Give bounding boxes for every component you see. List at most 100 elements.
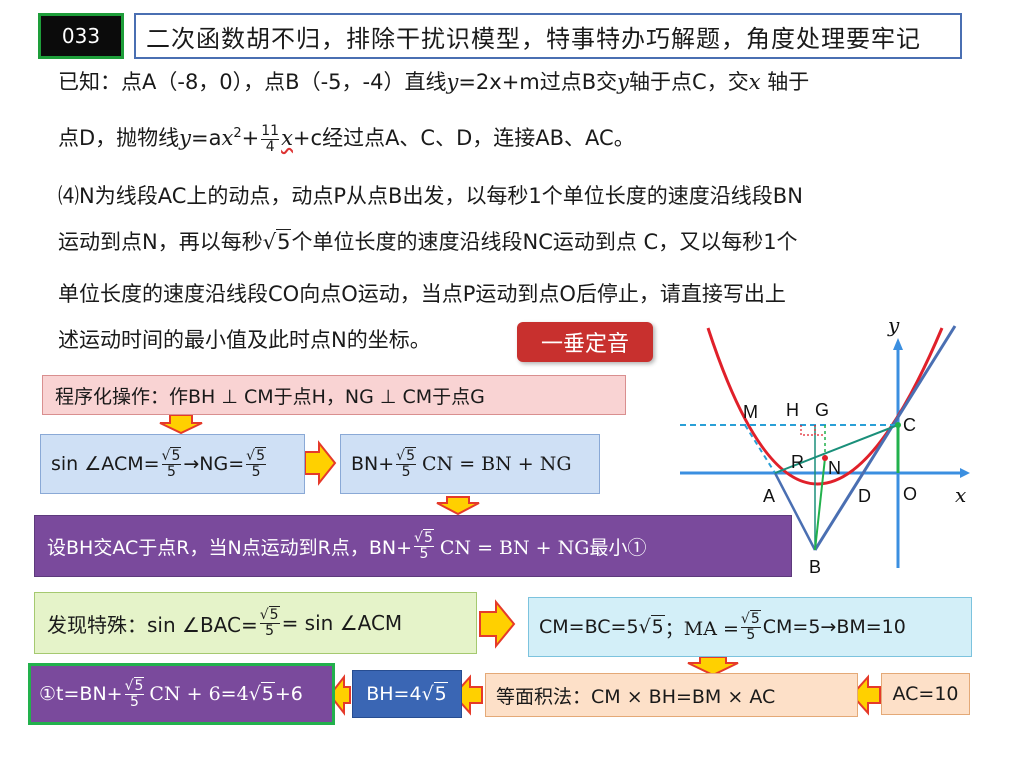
denominator: 5 <box>419 545 429 562</box>
text: + <box>241 126 260 151</box>
text: 轴于点C，交 <box>629 70 749 94</box>
label-o: O <box>903 484 917 504</box>
sqrt: √5 <box>161 446 182 464</box>
label-y: y <box>887 313 900 337</box>
radicand: 5 <box>260 682 275 705</box>
step-equal-area: 等面积法：CM × BH=BM × AC <box>485 673 858 717</box>
sqrt: √5 <box>740 609 761 627</box>
sqrt: √5 <box>414 528 434 546</box>
step-ac: AC=10 <box>881 673 970 715</box>
label-c: C <box>903 415 916 435</box>
fraction-bar <box>161 463 182 465</box>
denominator: 5 <box>251 463 261 480</box>
label-h: H <box>786 400 799 420</box>
down-arrow-icon <box>687 656 739 677</box>
text: 个单位长度的速度沿线段NC运动到点 C，又以每秒1个 <box>291 230 798 254</box>
text: =2x+m过点B交 <box>458 70 618 94</box>
numerator: 11 <box>261 123 280 139</box>
point-c <box>895 422 901 428</box>
text: +6 <box>274 683 303 705</box>
var-y: y <box>617 70 630 94</box>
fraction-bar <box>740 626 761 628</box>
label-m: M <box>743 402 758 422</box>
exponent: 2 <box>233 126 242 142</box>
text: sin ∠ACM= <box>51 453 160 475</box>
line-bc <box>813 325 957 551</box>
sqrt: √5 <box>396 446 417 464</box>
denominator: 5 <box>130 693 139 710</box>
right-arrow-icon <box>479 599 516 649</box>
text: CN + 6=4 <box>149 683 249 705</box>
text: BH=4 <box>366 683 422 705</box>
radicand: 5 <box>433 682 448 705</box>
problem-line-4: 运动到点N，再以每秒√5个单位长度的速度沿线段NC运动到点 C，又以每秒1个 <box>58 229 798 254</box>
left-arrow-icon <box>452 674 483 716</box>
label-g: G <box>815 400 829 420</box>
text: 轴于 <box>760 70 810 94</box>
text: ；MA = <box>664 617 739 640</box>
problem-line-6: 述运动时间的最小值及此时点N的坐标。 <box>58 328 431 352</box>
text: CN = BN + NG最小① <box>439 536 647 559</box>
step-text: 程序化操作：作BH ⊥ CM于点H，NG ⊥ CM于点G <box>55 385 485 408</box>
text: CM=BC=5 <box>539 616 639 638</box>
denominator: 5 <box>401 463 411 480</box>
x-axis-arrow-icon <box>960 468 970 478</box>
text: 发现特殊：sin ∠BAC= <box>47 612 258 637</box>
text: 设BH交AC于点R，当N点运动到R点，BN+ <box>47 536 413 559</box>
fraction-bar <box>259 622 280 624</box>
sqrt: √5 <box>259 605 280 623</box>
sqrt: √5 <box>638 615 665 638</box>
line-ac <box>774 424 899 474</box>
denominator: 5 <box>746 626 756 643</box>
fraction-bar <box>396 463 417 465</box>
key-method-tag: 一垂定音 <box>517 322 653 362</box>
text: +c经过点A、C、D，连接AB、AC。 <box>292 126 635 151</box>
title-text: 二次函数胡不归，排除干扰识模型，特事特办巧解题，角度处理要牢记 <box>146 24 921 53</box>
var-x: x <box>221 126 234 151</box>
badge-text: 033 <box>61 24 101 48</box>
fraction-bar <box>261 138 280 140</box>
step-program-operation: 程序化操作：作BH ⊥ CM于点H，NG ⊥ CM于点G <box>42 375 626 415</box>
sqrt: √5 <box>124 676 145 694</box>
right-arrow-icon <box>304 440 337 486</box>
problem-line-5: 单位长度的速度沿线段CO向点O运动，当点P运动到点O后停止，请直接写出上 <box>58 282 786 306</box>
line-ab <box>773 472 817 551</box>
tag-text: 一垂定音 <box>540 332 629 357</box>
radicand: 5 <box>170 446 182 464</box>
title-box: 二次函数胡不归，排除干扰识模型，特事特办巧解题，角度处理要牢记 <box>134 13 962 59</box>
line-ma <box>744 424 776 474</box>
radicand: 5 <box>255 446 267 464</box>
label-b: B <box>809 557 821 577</box>
left-arrow-icon <box>850 674 881 716</box>
text: CN = BN + NG <box>422 453 572 475</box>
y-axis-arrow-icon <box>893 338 903 350</box>
down-arrow-icon <box>436 496 480 516</box>
fraction-bar <box>246 463 267 465</box>
text: = sin ∠ACM <box>281 611 403 635</box>
text: =a <box>191 126 222 151</box>
text: 点D，抛物线 <box>58 126 180 151</box>
step-bh: BH=4√5 <box>352 670 462 718</box>
denominator: 5 <box>167 463 176 480</box>
denominator: 5 <box>265 622 275 639</box>
radicand: 5 <box>422 528 434 546</box>
step-text: AC=10 <box>892 683 959 705</box>
radicand: 5 <box>268 605 280 623</box>
radicand: 5 <box>650 615 665 638</box>
radicand: 5 <box>276 229 292 254</box>
problem-line-1: 已知：点A（-8，0），点B（-5，-4）直线y=2x+m过点B交y轴于点C，交… <box>58 72 809 93</box>
sqrt: √5 <box>246 446 267 464</box>
fraction-bar <box>124 693 145 695</box>
